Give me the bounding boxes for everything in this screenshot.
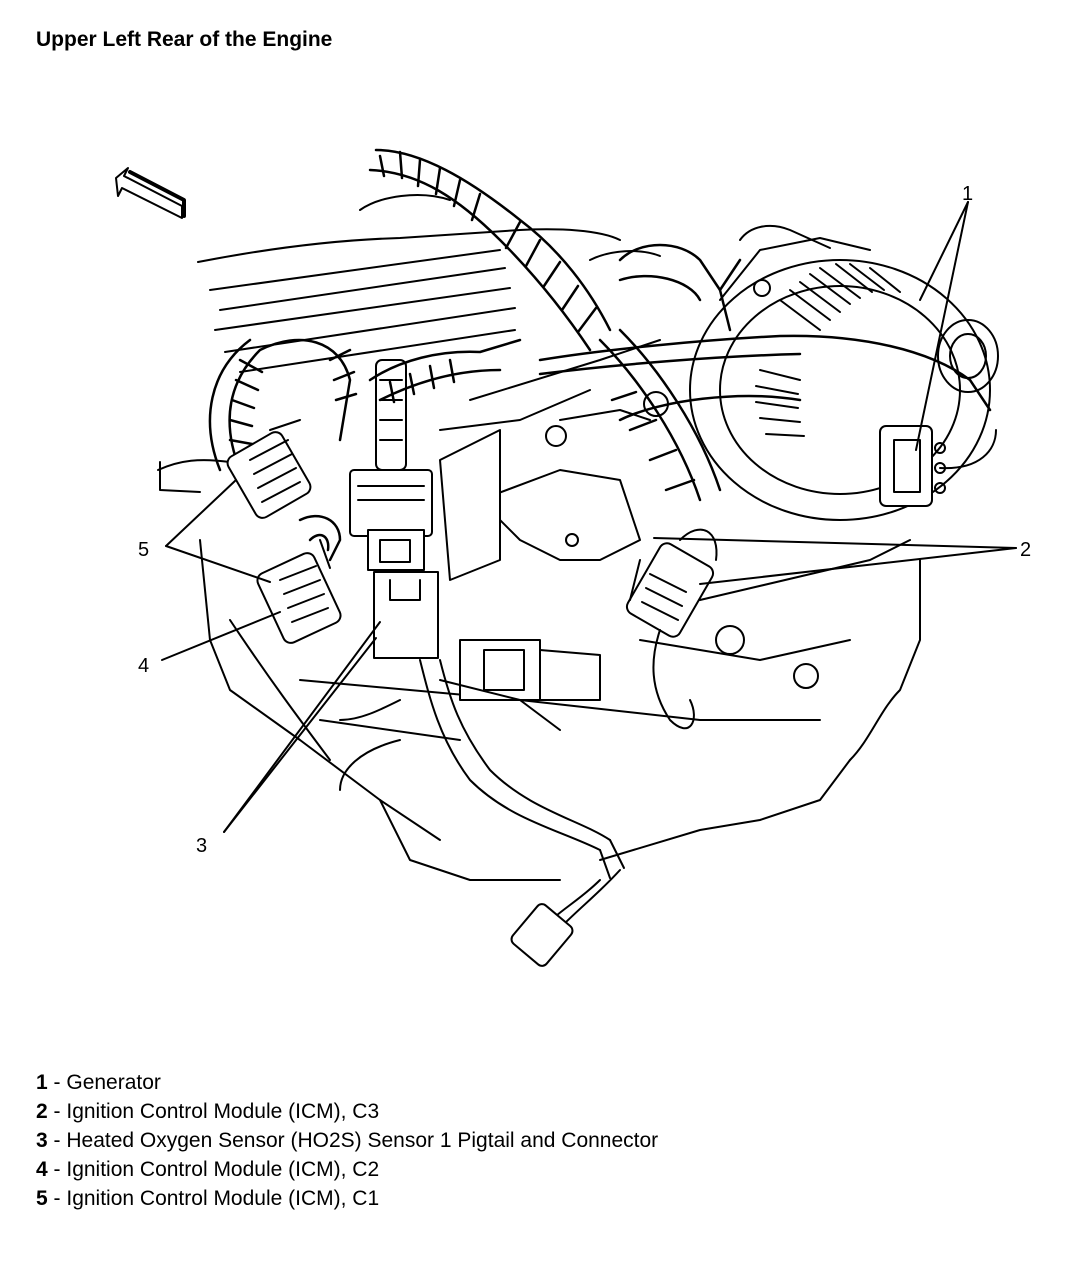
legend-item: 4 - Ignition Control Module (ICM), C2 (36, 1155, 658, 1184)
legend-item: 5 - Ignition Control Module (ICM), C1 (36, 1184, 658, 1213)
ho2s-pigtail-connector (339, 359, 625, 967)
callout-1: 1 (962, 183, 973, 205)
icm-c2-connector (256, 539, 342, 644)
icm-c1-connector (226, 419, 312, 519)
callout-3: 3 (196, 835, 207, 857)
legend-number: 5 (36, 1187, 48, 1210)
callout-2: 2 (1020, 539, 1031, 561)
legend: 1 - Generator 2 - Ignition Control Modul… (36, 1068, 658, 1213)
legend-number: 1 (36, 1071, 48, 1094)
legend-separator: - (47, 1129, 67, 1152)
generator (689, 224, 999, 521)
legend-number: 2 (36, 1100, 48, 1123)
legend-item: 1 - Generator (36, 1068, 658, 1097)
legend-text: Generator (66, 1071, 161, 1094)
legend-number: 3 (36, 1129, 48, 1152)
diagram-title: Upper Left Rear of the Engine (36, 28, 333, 51)
direction-arrow-icon (115, 167, 186, 219)
legend-item: 2 - Ignition Control Module (ICM), C3 (36, 1097, 658, 1126)
legend-text: Ignition Control Module (ICM), C3 (66, 1100, 380, 1123)
engine-illustration: 1 2 3 4 5 (115, 148, 1031, 967)
callout-4: 4 (138, 655, 149, 677)
legend-text: Heated Oxygen Sensor (HO2S) Sensor 1 Pig… (66, 1129, 659, 1152)
icm-c3-connector (625, 528, 718, 730)
legend-separator: - (47, 1071, 67, 1094)
legend-number: 4 (36, 1158, 48, 1181)
engine-block (157, 194, 921, 881)
legend-separator: - (47, 1100, 67, 1123)
legend-text: Ignition Control Module (ICM), C1 (66, 1187, 380, 1210)
wiring-harness (208, 148, 992, 562)
callout-5: 5 (138, 539, 149, 561)
legend-item: 3 - Heated Oxygen Sensor (HO2S) Sensor 1… (36, 1126, 658, 1155)
legend-separator: - (47, 1187, 67, 1210)
legend-text: Ignition Control Module (ICM), C2 (66, 1158, 380, 1181)
leader-lines (161, 201, 1017, 833)
legend-separator: - (47, 1158, 67, 1181)
